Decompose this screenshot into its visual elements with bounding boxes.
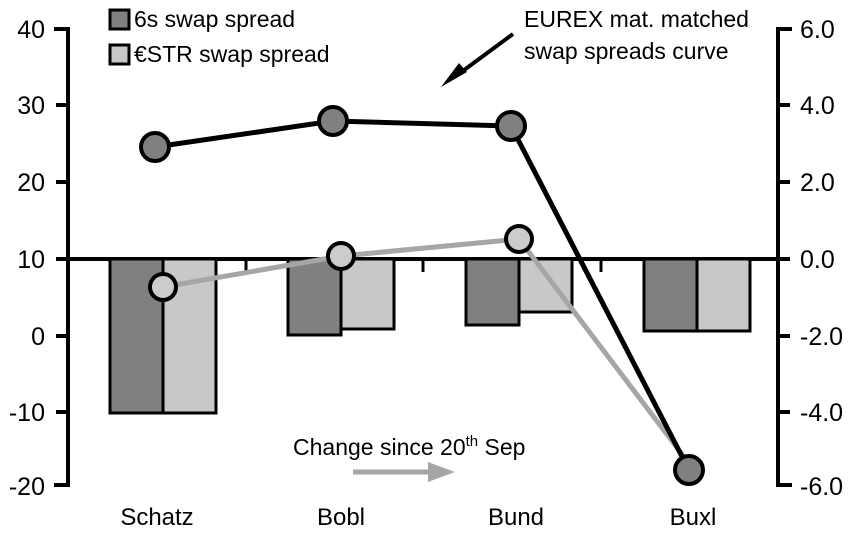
eurex-marker-bobl: [317, 105, 349, 137]
left-tick-30: 30: [17, 92, 45, 120]
change-note-text: Change since 20th Sep: [293, 433, 525, 460]
change-note-prefix: Change since 20: [293, 434, 466, 460]
right-tick-0: 0.0: [800, 246, 835, 274]
eurex-note-arrow-icon: [441, 32, 515, 87]
cat-label-schatz: Schatz: [120, 504, 193, 531]
right-tick-6: 6.0: [800, 16, 835, 44]
eurex-note-line2: swap spreads curve: [524, 38, 729, 64]
legend-label-6s: 6s swap spread: [134, 6, 295, 32]
right-axis: [776, 27, 792, 487]
bar-group-bund: [464, 257, 574, 327]
left-axis: [54, 27, 70, 487]
bar-group-buxl: [642, 257, 752, 333]
change-note-suffix: Sep: [478, 434, 525, 460]
gray-line-path: [162, 236, 699, 476]
legend-label-estr: €STR swap spread: [134, 41, 330, 67]
cat-label-bund: Bund: [488, 504, 544, 531]
right-tick-neg4: -4.0: [800, 399, 843, 427]
right-tick-neg2: -2.0: [800, 323, 843, 351]
left-tick-20: 20: [17, 169, 45, 197]
eurex-marker-bund: [495, 110, 527, 142]
right-tick-4: 4.0: [800, 92, 835, 120]
right-tick-2: 2.0: [800, 169, 835, 197]
bar-bund-estr: [517, 257, 574, 314]
left-tick-10: 10: [17, 246, 45, 274]
gray-change-line-series: [148, 224, 699, 476]
change-since-annotation: Change since 20th Sep: [293, 433, 525, 482]
cat-label-bobl: Bobl: [317, 504, 365, 531]
bar-bund-6s: [464, 257, 521, 327]
category-labels: Schatz Bobl Bund Buxl: [120, 504, 716, 531]
left-tick-neg20: -20: [9, 473, 45, 501]
bar-buxl-6s: [642, 257, 699, 333]
eurex-marker-schatz: [139, 131, 171, 163]
eurex-note-line1: EUREX mat. matched: [524, 6, 749, 32]
eurex-curve-series: [139, 105, 705, 486]
gray-marker-bobl: [326, 241, 356, 271]
eurex-line-path: [154, 118, 692, 472]
legend-swatch-6s: [108, 8, 131, 31]
left-tick-0: 0: [31, 323, 45, 351]
left-tick-neg10: -10: [9, 399, 45, 427]
bar-bobl-6s: [286, 257, 343, 337]
right-tick-neg6: -6.0: [800, 473, 843, 501]
bar-bobl-estr: [339, 257, 396, 331]
change-note-arrow-icon: [353, 462, 455, 482]
bar-group-bobl: [286, 257, 396, 337]
bar-buxl-estr: [695, 257, 752, 333]
right-axis-tick-labels: 6.0 4.0 2.0 0.0 -2.0 -4.0 -6.0: [800, 16, 843, 501]
change-note-superscript: th: [466, 433, 479, 450]
left-tick-40: 40: [17, 16, 45, 44]
gray-marker-bund: [504, 224, 534, 254]
legend-swatch-estr: [108, 43, 131, 66]
legend: 6s swap spread €STR swap spread: [108, 6, 330, 67]
left-axis-tick-labels: 40 30 20 10 0 -10 -20: [9, 16, 45, 501]
eurex-marker-buxl: [673, 454, 705, 486]
gray-marker-schatz: [148, 272, 178, 302]
cat-label-buxl: Buxl: [670, 504, 717, 531]
x-axis-ticks: [66, 259, 780, 272]
eurex-curve-annotation: EUREX mat. matched swap spreads curve: [441, 6, 749, 87]
